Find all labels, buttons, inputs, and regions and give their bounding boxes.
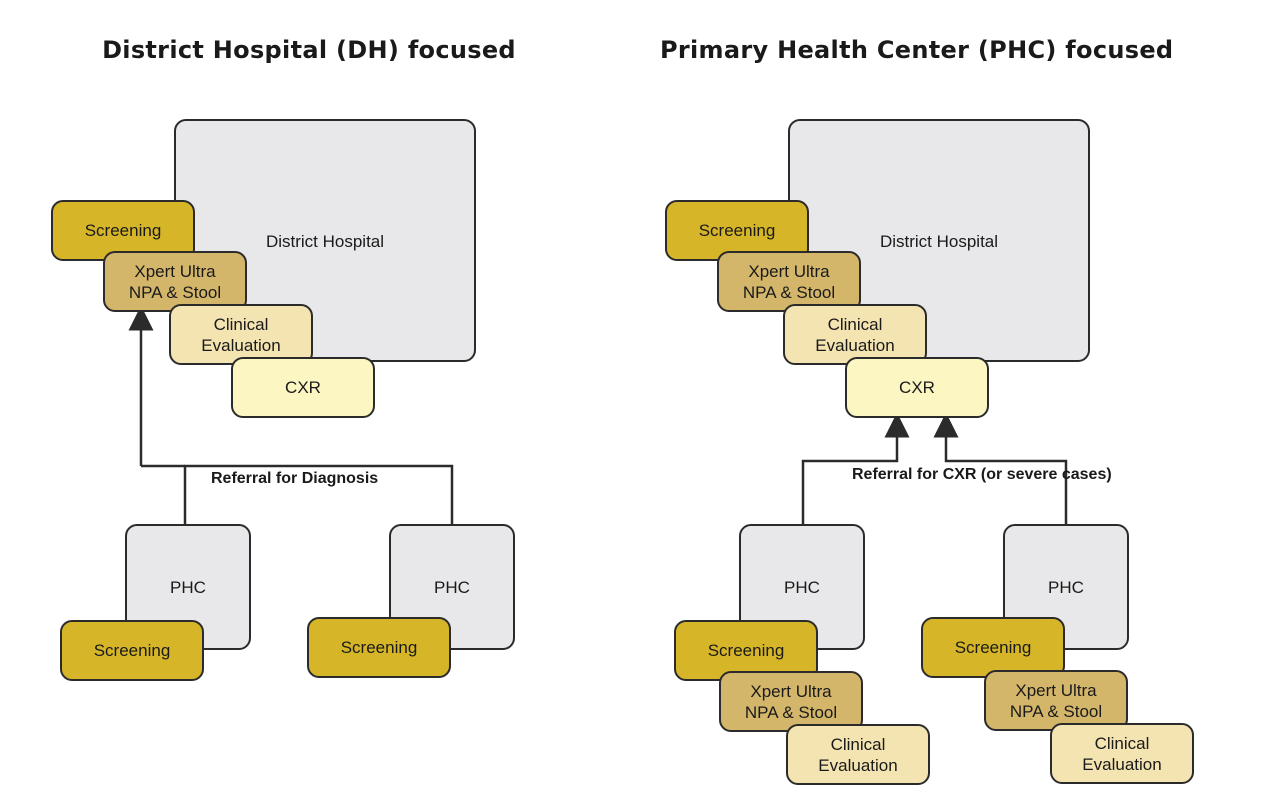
right-phc-2-xpert-box: Xpert Ultra NPA & Stool bbox=[984, 670, 1128, 731]
left-phc-1-screening-box: Screening bbox=[60, 620, 204, 681]
right-phc-1-clinical-box: Clinical Evaluation bbox=[786, 724, 930, 785]
left-panel-title: District Hospital (DH) focused bbox=[102, 36, 516, 64]
right-phc-1-label: PHC bbox=[784, 577, 820, 597]
right-referral-label: Referral for CXR (or severe cases) bbox=[852, 466, 1112, 483]
left-referral-connector bbox=[128, 305, 454, 524]
left-phc-2-box: PHC bbox=[389, 524, 515, 650]
right-dh-screening-box: Screening bbox=[665, 200, 809, 261]
right-phc-2-screening-box: Screening bbox=[921, 617, 1065, 678]
right-dh-cxr-box: CXR bbox=[845, 357, 989, 418]
left-phc-1-label: PHC bbox=[170, 577, 206, 597]
right-dh-clinical-box: Clinical Evaluation bbox=[783, 304, 927, 365]
left-dh-clinical-box: Clinical Evaluation bbox=[169, 304, 313, 365]
left-referral-label: Referral for Diagnosis bbox=[207, 468, 383, 489]
right-panel-title: Primary Health Center (PHC) focused bbox=[660, 36, 1174, 64]
left-district-hospital-label: District Hospital bbox=[265, 232, 385, 251]
right-phc-2-label: PHC bbox=[1048, 577, 1084, 597]
left-dh-xpert-box: Xpert Ultra NPA & Stool bbox=[103, 251, 247, 312]
right-phc-1-screening-box: Screening bbox=[674, 620, 818, 681]
left-dh-cxr-box: CXR bbox=[231, 357, 375, 418]
right-phc-1-xpert-box: Xpert Ultra NPA & Stool bbox=[719, 671, 863, 732]
right-dh-xpert-box: Xpert Ultra NPA & Stool bbox=[717, 251, 861, 312]
right-phc-2-clinical-box: Clinical Evaluation bbox=[1050, 723, 1194, 784]
right-district-hospital-label: District Hospital bbox=[879, 232, 999, 251]
right-referral-connector bbox=[801, 412, 1068, 524]
left-phc-2-label: PHC bbox=[434, 577, 470, 597]
left-phc-2-screening-box: Screening bbox=[307, 617, 451, 678]
